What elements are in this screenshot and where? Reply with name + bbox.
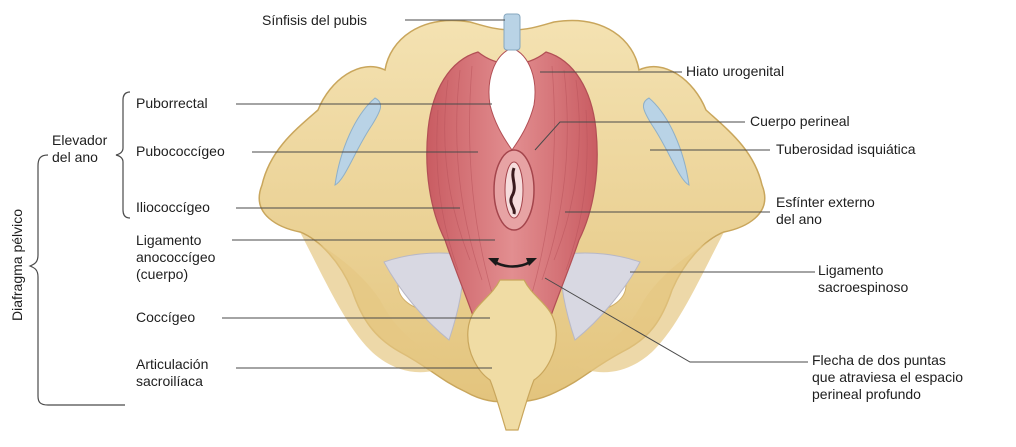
anococcygeal-ligament-label: Ligamento anococcígeo (cuerpo) [136,232,215,283]
pelvic-diaphragm-label: Diafragma pélvico [9,211,25,321]
pubic-symphysis-label: Sínfisis del pubis [262,12,367,29]
puborectal-label: Puborrectal [136,95,208,112]
pelvic-diaphragm-bracket [30,155,125,405]
urogenital-hiatus-label: Hiato urogenital [686,63,784,80]
iliococcygeus-label: Iliococcígeo [136,199,210,216]
levator-ani-bracket [116,92,130,218]
sacrospinous-ligament-label: Ligamento sacroespinoso [818,262,908,296]
double-headed-arrow-label: Flecha de dos puntas que atraviesa el es… [812,352,963,403]
pubococcygeus-label: Pubococcígeo [136,143,225,160]
coccyx-sacrum [468,280,556,430]
levator-ani-label: Elevador del ano [52,132,107,166]
perineal-body-label: Cuerpo perineal [750,113,850,130]
sacroiliac-joint-label: Articulación sacroilíaca [136,356,208,390]
coccygeus-label: Coccígeo [136,309,195,326]
external-anal-sphincter-label: Esfínter externo del ano [776,194,875,228]
ischial-tuberosity-label: Tuberosidad isquiática [776,141,916,158]
pubic-symphysis [504,14,520,50]
